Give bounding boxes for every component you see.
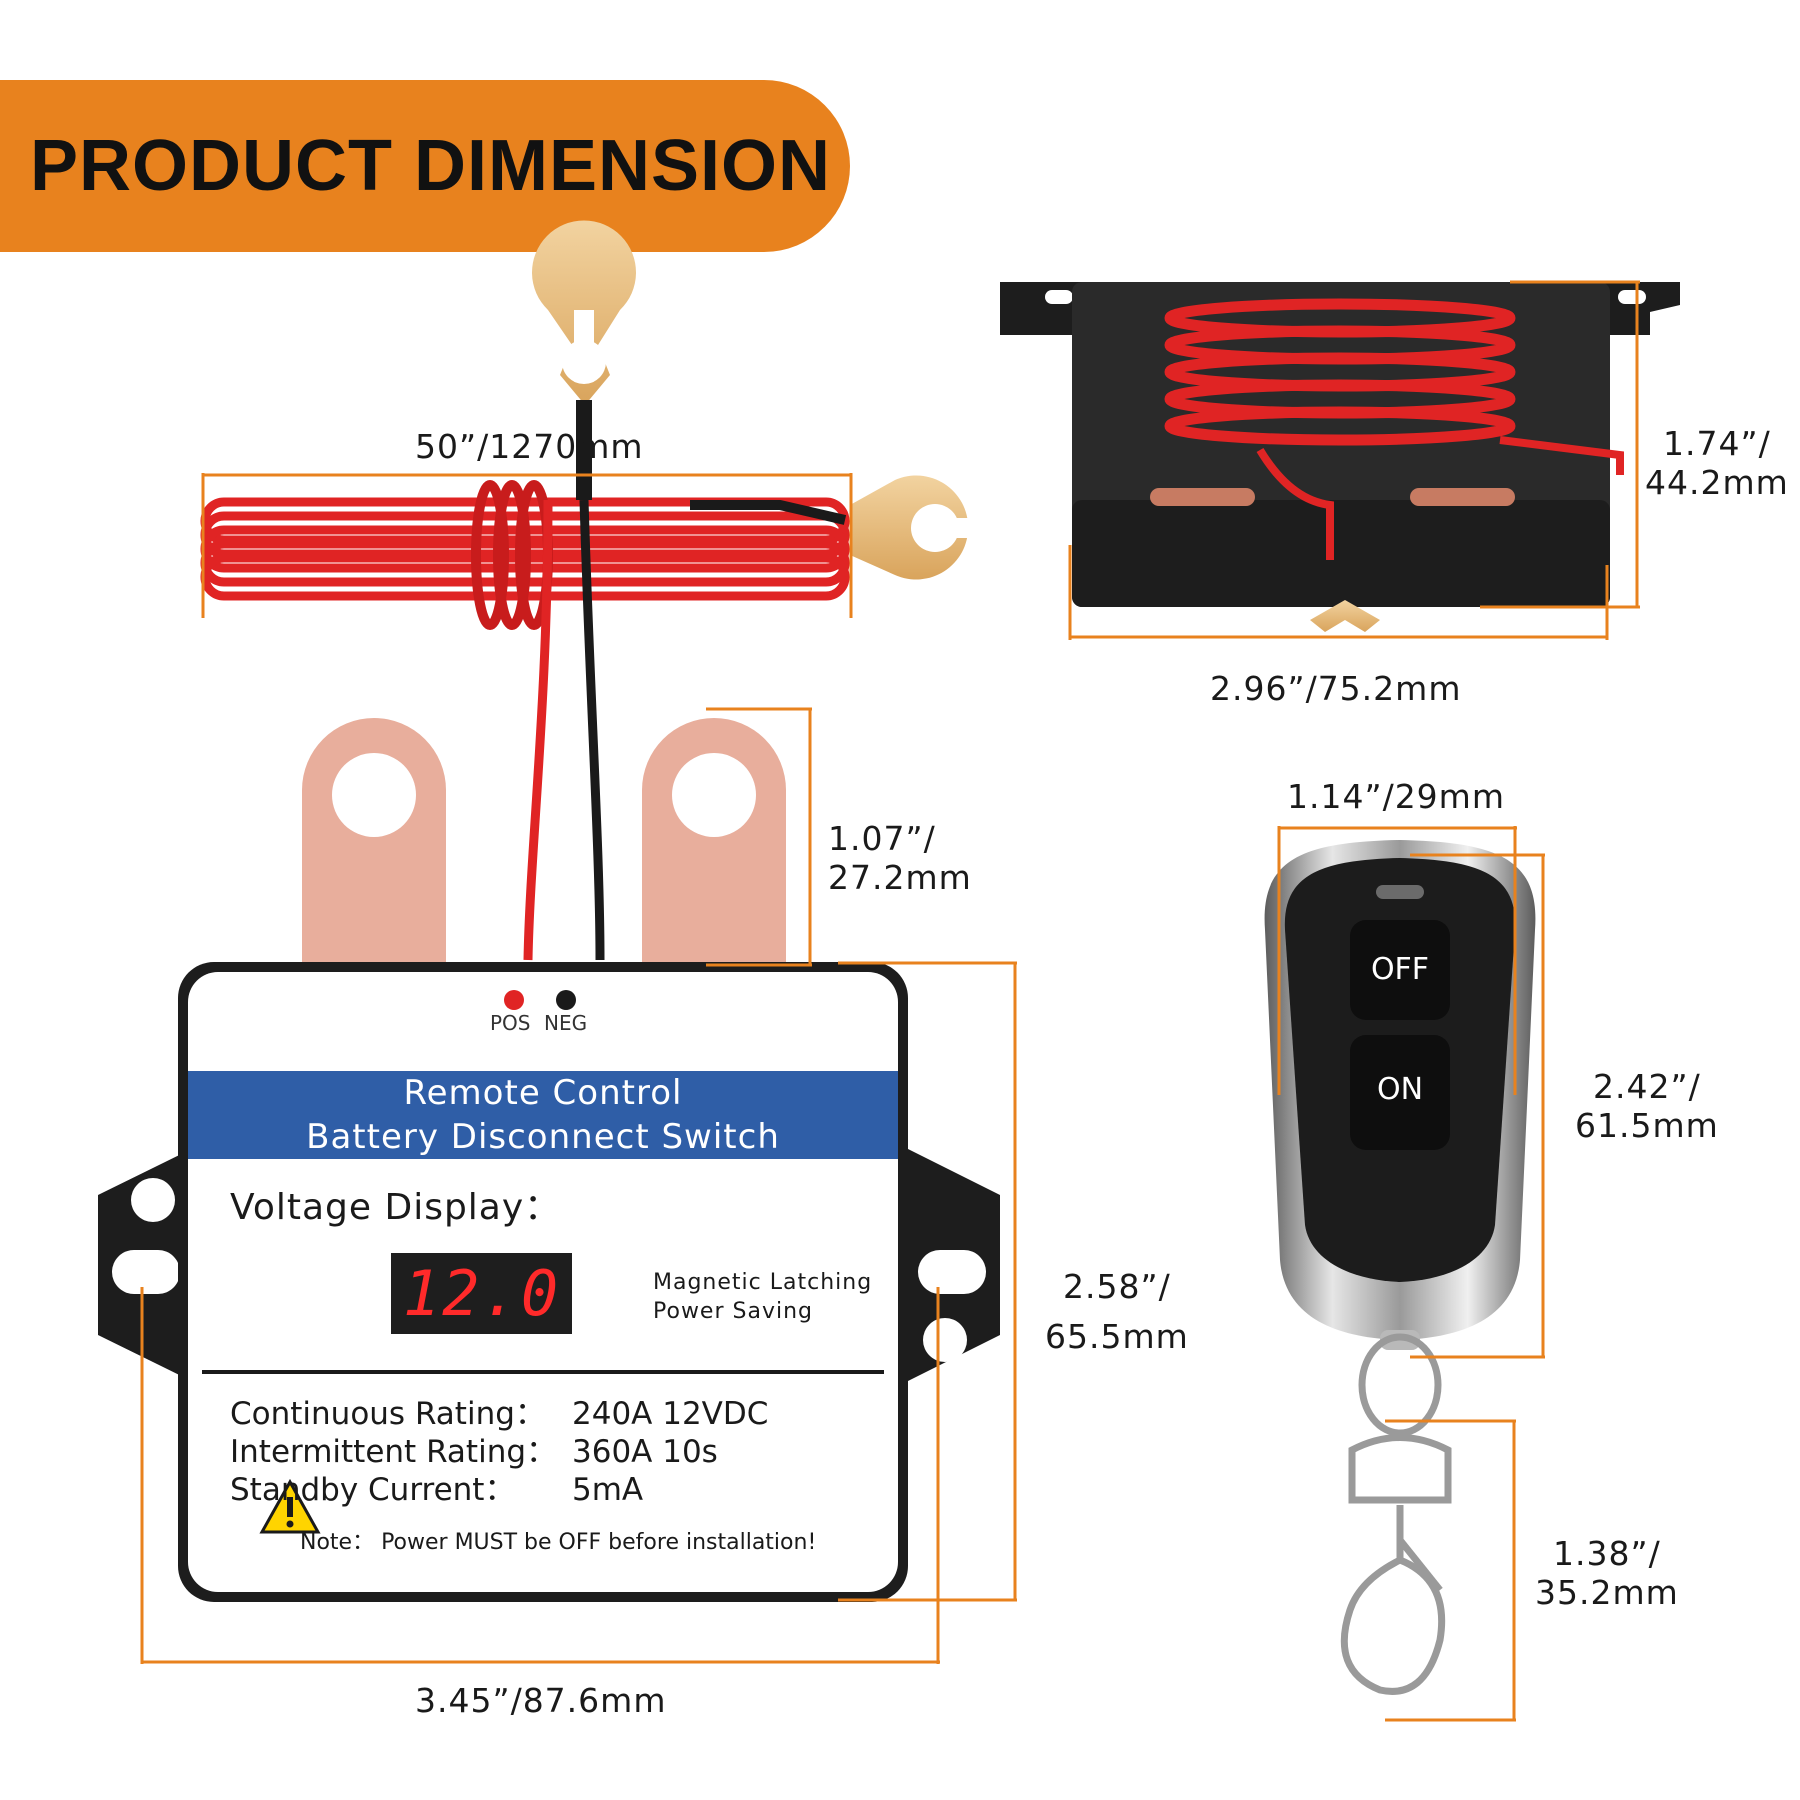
remote-fob <box>1264 840 1536 1695</box>
voltage-display-label: Voltage Display： <box>230 1187 562 1228</box>
dim-cable-length: 50”/1270mm <box>415 427 644 466</box>
dim-line-side-height <box>1480 280 1640 609</box>
spec-continuous: Continuous Rating： 240A 12VDC <box>230 1388 768 1433</box>
product-name-line2: Battery Disconnect Switch <box>306 1117 780 1157</box>
dim-inch: 1.38”/ <box>1553 1534 1661 1573</box>
title-banner: PRODUCT DIMENSION <box>0 80 850 252</box>
remote-on-label: ON <box>1376 1072 1424 1107</box>
spec-key: Intermittent Rating： <box>230 1434 558 1470</box>
dim-switch-body-height: 2.58”/ 65.5mm <box>1045 1262 1189 1361</box>
dim-inch: 1.74”/ <box>1663 424 1771 463</box>
spec-key: Standby Current： <box>230 1472 516 1508</box>
dim-line-side-width <box>1068 545 1609 640</box>
dim-line-remote-width <box>1277 826 1517 1095</box>
dim-mm: 35.2mm <box>1535 1572 1679 1612</box>
coiled-cable <box>200 220 995 961</box>
dim-switch-side-width: 2.96”/75.2mm <box>1210 669 1462 708</box>
dim-remote-width: 1.14”/29mm <box>1287 777 1505 816</box>
remote-off-button <box>1350 920 1450 1020</box>
dim-inch: 2.42”/ <box>1593 1067 1701 1106</box>
copper-terminal-right <box>642 718 786 970</box>
feature-power-saving: Power Saving <box>653 1299 813 1324</box>
dim-terminal-length: 1.07”/ 27.2mm <box>828 819 972 898</box>
dim-line-cable <box>201 473 853 618</box>
remote-on-button <box>1350 1035 1450 1150</box>
copper-terminal-left <box>302 718 446 970</box>
product-name-band: Remote Control Battery Disconnect Switch <box>188 1071 898 1159</box>
dim-line-body-height <box>838 961 1017 1602</box>
dim-inch: 1.07”/ <box>828 819 936 858</box>
dim-mm: 44.2mm <box>1645 462 1789 502</box>
switch-side-view <box>1000 282 1680 632</box>
dimension-lines <box>140 280 1640 1722</box>
spec-key: Continuous Rating： <box>230 1396 546 1432</box>
dim-switch-total-width: 3.45”/87.6mm <box>415 1681 667 1720</box>
dim-mm: 65.5mm <box>1045 1316 1189 1356</box>
dim-inch: 2.58”/ <box>1063 1267 1171 1306</box>
dim-mm: 61.5mm <box>1575 1105 1719 1145</box>
page-title: PRODUCT DIMENSION <box>30 126 832 206</box>
product-name-line1: Remote Control <box>403 1073 683 1113</box>
voltage-readout: 12.0 <box>391 1253 572 1334</box>
warning-icon <box>259 1478 321 1534</box>
fork-terminal <box>850 475 995 580</box>
dim-line-keychain <box>1385 1419 1516 1722</box>
dim-line-terminal <box>706 707 812 967</box>
spec-intermittent: Intermittent Rating： 360A 10s <box>230 1426 718 1471</box>
keychain <box>1340 1333 1452 1695</box>
dim-mm: 27.2mm <box>828 857 972 897</box>
dim-remote-height: 2.42”/ 61.5mm <box>1575 1067 1719 1146</box>
dim-line-remote-height <box>1410 853 1545 1359</box>
installation-note: Note： Power MUST be OFF before installat… <box>300 1530 817 1555</box>
dim-switch-height: 1.74”/ 44.2mm <box>1645 424 1789 503</box>
neg-label: NEG <box>544 1011 588 1035</box>
feature-magnetic-latching: Magnetic Latching <box>653 1270 873 1295</box>
spec-value: 360A 10s <box>572 1434 718 1470</box>
spec-standby: Standby Current： 5mA <box>230 1464 643 1509</box>
dim-keychain-length: 1.38”/ 35.2mm <box>1535 1534 1679 1613</box>
spec-value: 240A 12VDC <box>572 1396 769 1432</box>
pos-label: POS <box>490 1011 531 1035</box>
spec-value: 5mA <box>572 1472 644 1508</box>
remote-off-label: OFF <box>1370 952 1430 987</box>
dim-line-total-width <box>140 1287 940 1664</box>
